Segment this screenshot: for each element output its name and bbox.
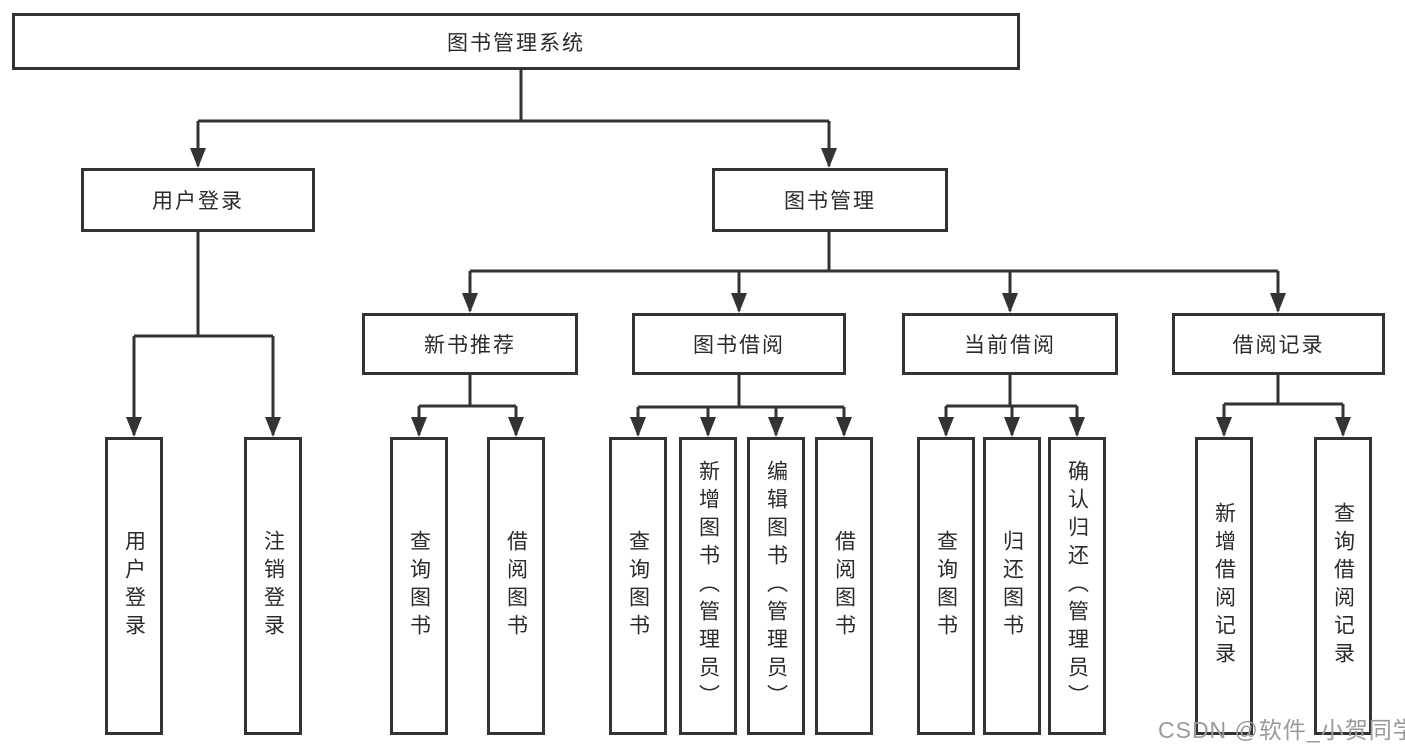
leaf-logout-login: 注销登录 bbox=[244, 437, 302, 735]
node-label: 归还图书 bbox=[1000, 530, 1024, 642]
arrow-down-icon bbox=[265, 417, 281, 437]
node-label: 查询借阅记录 bbox=[1331, 502, 1355, 670]
leaf-query-borrow-record: 查询借阅记录 bbox=[1314, 437, 1372, 735]
arrow-down-icon bbox=[821, 148, 837, 168]
leaf-query-books-borrow: 查询图书 bbox=[609, 437, 667, 735]
node-label: 新增图书（管理员） bbox=[696, 460, 720, 712]
node-current-borrowing: 当前借阅 bbox=[902, 313, 1118, 375]
arrow-down-icon bbox=[1335, 417, 1351, 437]
leaf-add-book-admin: 新增图书（管理员） bbox=[679, 437, 737, 735]
leaf-add-borrow-record: 新增借阅记录 bbox=[1195, 437, 1253, 735]
node-book-management: 图书管理 bbox=[712, 168, 948, 232]
arrow-down-icon bbox=[411, 417, 427, 437]
node-label: 借阅图书 bbox=[504, 530, 528, 642]
node-label: 当前借阅 bbox=[964, 334, 1056, 357]
node-label: 确认归还（管理员） bbox=[1065, 460, 1089, 712]
arrow-down-icon bbox=[1216, 417, 1232, 437]
watermark: CSDN @软件_小贺同学 bbox=[1158, 717, 1405, 743]
node-new-book-recommendation: 新书推荐 bbox=[362, 313, 578, 375]
node-label: 图书管理 bbox=[784, 190, 876, 213]
node-label: 图书借阅 bbox=[693, 334, 785, 357]
leaf-query-books-current: 查询图书 bbox=[917, 437, 975, 735]
arrowheads bbox=[126, 148, 1351, 437]
arrow-down-icon bbox=[462, 293, 478, 313]
node-label: 编辑图书（管理员） bbox=[764, 460, 788, 712]
node-label: 注销登录 bbox=[261, 530, 285, 642]
leaf-borrow-books-recommend: 借阅图书 bbox=[487, 437, 545, 735]
arrow-down-icon bbox=[508, 417, 524, 437]
node-borrow-records: 借阅记录 bbox=[1172, 313, 1385, 375]
node-label: 图书管理系统 bbox=[447, 31, 585, 55]
arrow-down-icon bbox=[190, 148, 206, 168]
node-label: 用户登录 bbox=[152, 190, 244, 213]
node-label: 查询图书 bbox=[934, 530, 958, 642]
connector-shafts bbox=[132, 70, 1345, 435]
arrow-down-icon bbox=[630, 417, 646, 437]
connector-user-login-to-leaves bbox=[132, 232, 275, 435]
arrow-down-icon bbox=[768, 417, 784, 437]
node-label: 新书推荐 bbox=[424, 334, 516, 357]
node-label: 查询图书 bbox=[407, 530, 431, 642]
connector-new-book-rec-to-leaves bbox=[417, 375, 518, 435]
connector-book-borrow-to-leaves bbox=[636, 375, 846, 435]
leaf-user-login: 用户登录 bbox=[105, 437, 163, 735]
node-label: 用户登录 bbox=[122, 530, 146, 642]
leaf-borrow-books-borrow: 借阅图书 bbox=[815, 437, 873, 735]
connector-book-management-to-level3 bbox=[468, 232, 1280, 311]
node-user-login: 用户登录 bbox=[81, 168, 315, 232]
leaf-query-books-recommend: 查询图书 bbox=[390, 437, 448, 735]
leaf-confirm-return-admin: 确认归还（管理员） bbox=[1048, 437, 1106, 735]
arrow-down-icon bbox=[836, 417, 852, 437]
node-label: 借阅图书 bbox=[832, 530, 856, 642]
node-label: 借阅记录 bbox=[1232, 334, 1325, 357]
arrow-down-icon bbox=[126, 417, 142, 437]
arrow-down-icon bbox=[731, 293, 747, 313]
arrow-down-icon bbox=[1004, 417, 1020, 437]
connector-root-to-level2 bbox=[196, 70, 831, 166]
node-label: 查询图书 bbox=[626, 530, 650, 642]
node-book-management-system: 图书管理系统 bbox=[12, 13, 1020, 70]
arrow-down-icon bbox=[1002, 293, 1018, 313]
node-label: 新增借阅记录 bbox=[1212, 502, 1236, 670]
arrow-down-icon bbox=[1270, 293, 1286, 313]
leaf-edit-book-admin: 编辑图书（管理员） bbox=[747, 437, 805, 735]
node-book-borrowing: 图书借阅 bbox=[632, 313, 846, 375]
arrow-down-icon bbox=[1069, 417, 1085, 437]
leaf-return-books: 归还图书 bbox=[983, 437, 1041, 735]
arrow-down-icon bbox=[938, 417, 954, 437]
arrow-down-icon bbox=[700, 417, 716, 437]
connector-borrow-records-to-leaves bbox=[1222, 375, 1345, 435]
